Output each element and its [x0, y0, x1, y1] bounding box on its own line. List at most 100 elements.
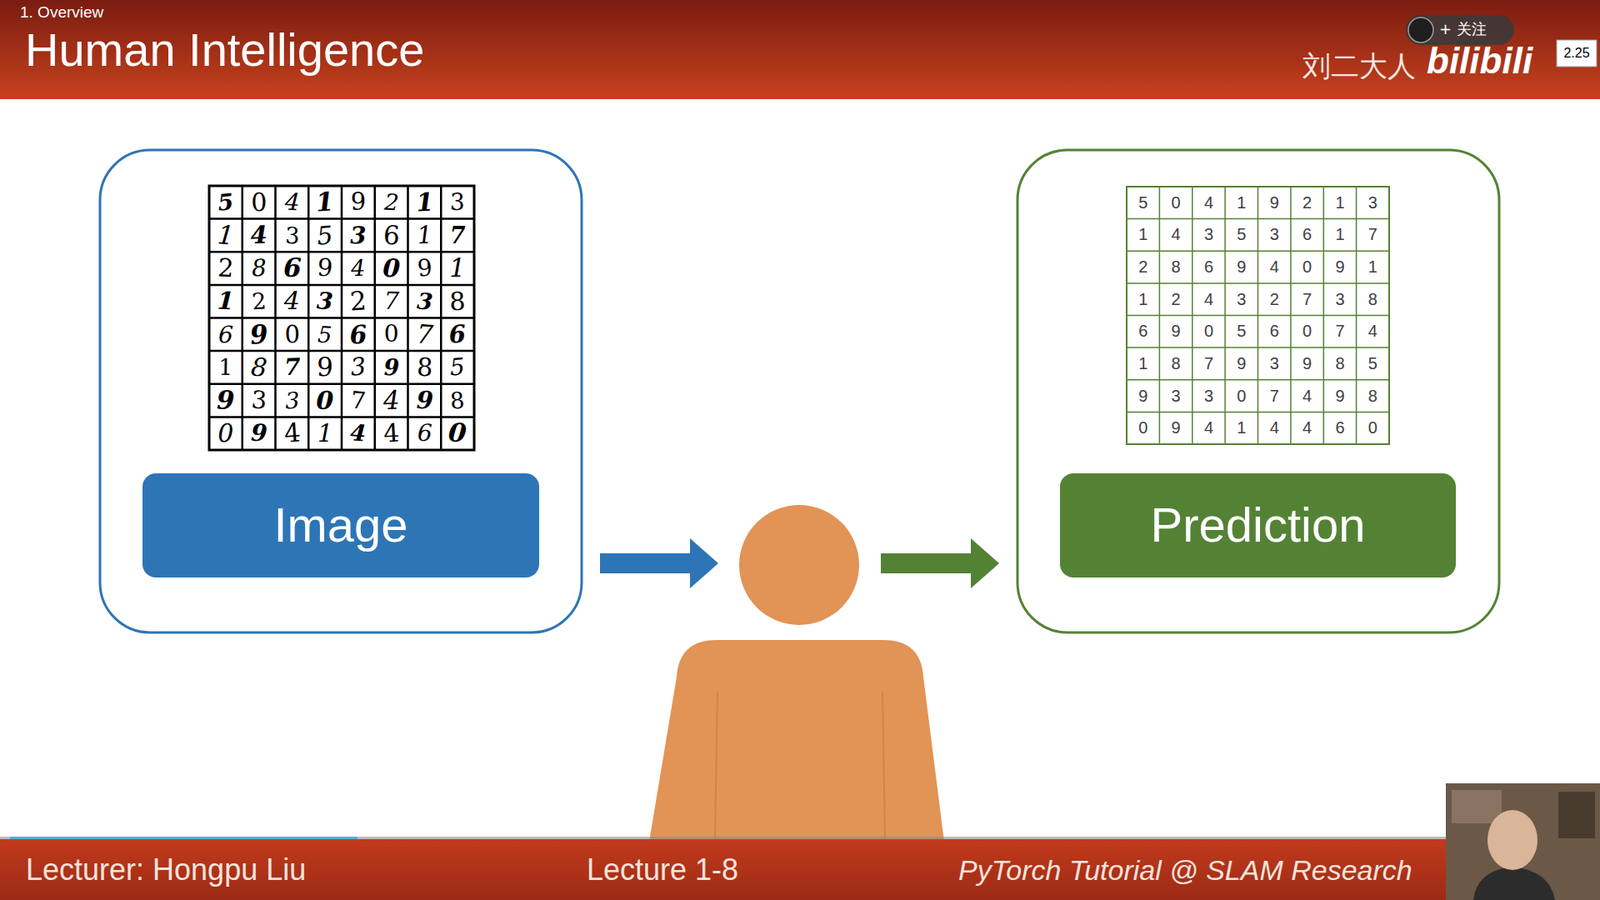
table-cell: 1: [1225, 411, 1258, 445]
table-cell: 3: [1159, 380, 1192, 413]
handwritten-digit: 7: [340, 382, 376, 419]
table-cell: 9: [1258, 186, 1291, 220]
lecturer-head: [1487, 810, 1538, 870]
handwritten-digit: 1: [307, 185, 343, 220]
handwritten-digit: 1: [208, 284, 244, 320]
handwritten-digit: 8: [240, 349, 277, 385]
table-cell: 7: [1258, 380, 1291, 413]
handwritten-digit: 4: [274, 415, 310, 451]
lecturer-name: Lecturer: Hongpu Liu: [25, 852, 306, 887]
prediction-box: Prediction: [1060, 473, 1456, 578]
handwritten-digit: 8: [440, 382, 476, 419]
handwritten-digit: 9: [308, 350, 343, 385]
table-cell: 4: [1258, 250, 1291, 284]
table-cell: 0: [1356, 411, 1390, 445]
table-cell: 0: [1159, 186, 1192, 220]
table-cell: 9: [1290, 347, 1324, 380]
table-cell: 4: [1159, 219, 1192, 252]
grid-lines: [209, 185, 475, 450]
box-label: Prediction: [1150, 497, 1366, 554]
box-label: Image: [273, 497, 408, 554]
course-name: PyTorch Tutorial @ SLAM Research: [958, 854, 1413, 887]
webcam-thumbnail: [1445, 783, 1600, 900]
table-cell: 5: [1225, 315, 1258, 349]
handwritten-digit: 3: [341, 218, 375, 252]
handwritten-digit: 6: [407, 416, 441, 450]
image-panel: [100, 150, 582, 633]
table-cell: 1: [1356, 250, 1390, 284]
avatar-icon: [1408, 17, 1434, 43]
table-cell: 1: [1323, 219, 1356, 252]
handwritten-digit: 3: [340, 349, 376, 385]
table-cell: 1: [1126, 219, 1160, 252]
footer-bar: [0, 839, 1600, 900]
table-cell: 1: [1126, 283, 1160, 316]
table-cell: 4: [1290, 380, 1324, 413]
handwritten-digit: 2: [373, 185, 409, 220]
handwritten-digit: 3: [406, 283, 443, 320]
handwritten-digit: 4: [374, 383, 409, 418]
handwritten-digit: 5: [207, 184, 244, 220]
handwritten-digit: 9: [240, 316, 277, 353]
table-cell: 9: [1323, 380, 1356, 413]
table-lines: [1126, 186, 1390, 445]
slide-title: Human Intelligence: [25, 23, 425, 77]
handwritten-digit: 3: [440, 185, 475, 220]
table-cell: 3: [1258, 219, 1291, 252]
handwritten-digit: 5: [307, 316, 343, 352]
speed-label: 2.25: [1556, 40, 1597, 67]
handwritten-digit: 5: [440, 350, 475, 385]
table-cell: 0: [1126, 411, 1160, 445]
handwritten-digit: 8: [440, 284, 475, 319]
table-cell: 3: [1225, 283, 1258, 316]
table-cell: 5: [1126, 186, 1160, 220]
table-cell: 3: [1323, 283, 1356, 316]
table-cell: 9: [1159, 315, 1192, 349]
table-cell: 4: [1192, 186, 1225, 220]
handwritten-digit: 9: [407, 383, 442, 418]
handwritten-digit: 2: [208, 250, 244, 286]
table-cell: 5: [1225, 219, 1258, 252]
table-cell: 9: [1323, 250, 1356, 284]
table-cell: 3: [1192, 219, 1225, 252]
table-cell: 0: [1290, 315, 1324, 349]
handwritten-digit: 6: [440, 316, 475, 352]
handwritten-digit: 8: [241, 250, 277, 286]
handwritten-digit: 0: [275, 317, 309, 351]
table-cell: 4: [1290, 411, 1324, 445]
table-cell: 1: [1126, 347, 1160, 380]
lecture-number: Lecture 1-8: [586, 852, 739, 887]
prediction-table: [1126, 186, 1390, 445]
person-arms: [715, 691, 885, 840]
table-cell: 3: [1258, 347, 1291, 380]
handwritten-digit: 3: [274, 383, 310, 419]
handwritten-digit: 0: [374, 251, 409, 286]
handwritten-digit: 4: [340, 251, 375, 286]
handwritten-digit: 1: [207, 217, 244, 254]
bookshelf: [1558, 791, 1595, 839]
progress-track: [0, 836, 1600, 840]
table-cell: 2: [1258, 283, 1291, 316]
table-cell: 8: [1356, 283, 1390, 316]
table-cell: 7: [1290, 283, 1324, 316]
table-cell: 2: [1290, 186, 1324, 220]
digit-image-grid: [209, 185, 475, 450]
handwritten-digit: 6: [374, 218, 410, 254]
handwritten-digit: 6: [340, 316, 376, 352]
handwritten-digit: 2: [240, 284, 276, 320]
handwritten-digit: 4: [275, 285, 310, 319]
table-cell: 1: [1225, 186, 1258, 220]
table-cell: 2: [1159, 283, 1192, 316]
handwritten-digit: 4: [340, 415, 376, 451]
table-cell: 8: [1159, 347, 1192, 380]
table-cell: 6: [1290, 219, 1324, 252]
handwritten-digit: 9: [406, 250, 443, 287]
table-cell: 9: [1225, 250, 1258, 284]
table-cell: 9: [1126, 380, 1160, 413]
handwritten-digit: 4: [274, 185, 310, 220]
handwritten-digit: 6: [275, 251, 309, 285]
table-cell: 9: [1159, 411, 1192, 445]
handwritten-digit: 9: [341, 185, 375, 220]
person-body: [649, 640, 945, 842]
